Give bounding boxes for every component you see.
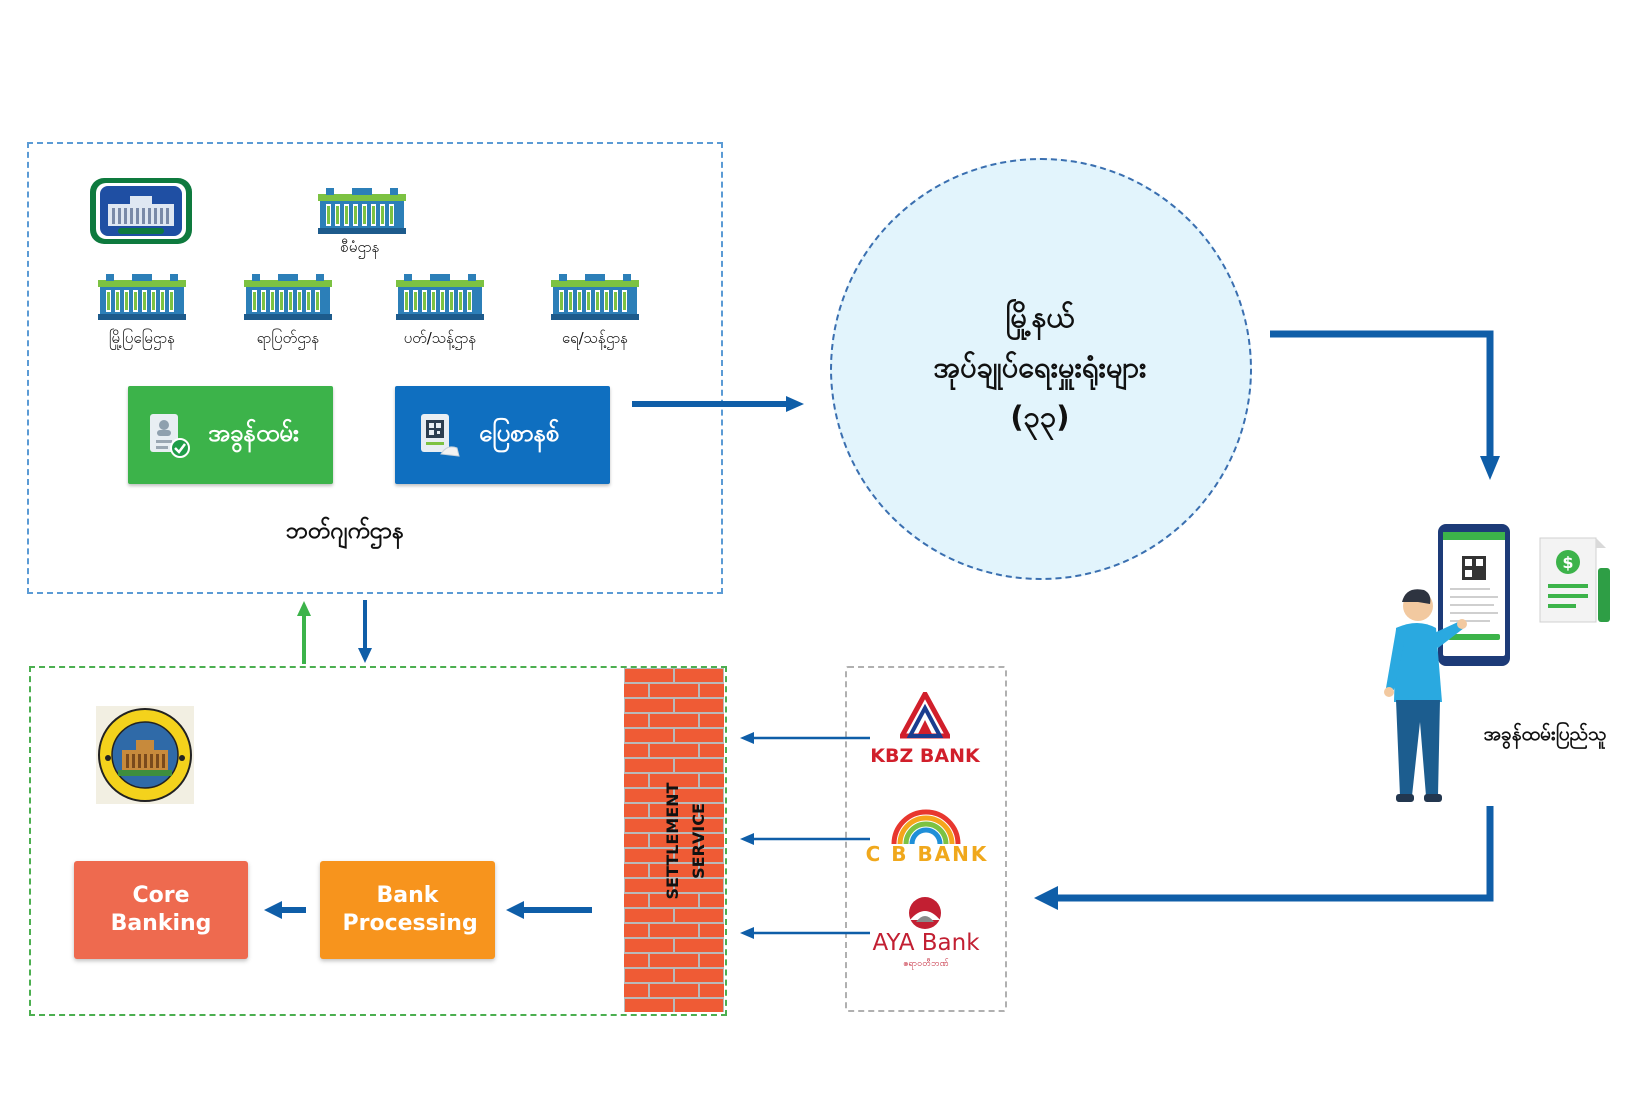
receipt-dollar-icon: $: [1539, 537, 1610, 623]
aya-logo-icon: [909, 897, 941, 929]
building-label-admin: စီမံဌာန: [340, 238, 380, 256]
arrow-circle-to-payer-head: [1480, 456, 1500, 480]
core-banking-label: Core Banking: [110, 883, 212, 936]
taxpayer-button[interactable]: အခွန်ထမ်း: [128, 386, 333, 484]
arrow-office-to-bank-head: [358, 648, 372, 663]
township-offices-circle: [830, 158, 1252, 580]
core-banking-box: Core Banking: [74, 861, 248, 959]
kbz-bank-name: KBZ BANK: [870, 745, 980, 767]
building-label-sanitation: ပတ်/သန့်ဌာန: [403, 329, 477, 347]
seal-icon: [90, 178, 192, 244]
bank-processing-label: Bank Processing: [342, 883, 478, 936]
qr-receipt-icon: [421, 414, 460, 457]
circle-line-2: အုပ်ချုပ်ရေးမှူးရုံးများ: [933, 350, 1147, 384]
arrow-payer-to-banks: [1055, 806, 1494, 902]
building-label-revenue: ရာပြတ်ဌာန: [256, 329, 320, 347]
circle-line-3: (၃၃): [1010, 400, 1070, 434]
kbz-logo-icon: [900, 692, 950, 739]
building-label-urban-land: မြို့ပြမြေဌာန: [108, 329, 176, 347]
building-label-water: ရေ/သန့်ဌာန: [561, 329, 629, 347]
circle-line-1: မြို့နယ်: [1005, 300, 1075, 334]
settlement-wall: [624, 668, 724, 1012]
arrow-office-to-circle-head: [786, 396, 804, 412]
svg-text:$: $: [1562, 553, 1573, 572]
person-icon: [1384, 589, 1467, 802]
arrow-bank-to-office-head: [297, 601, 311, 616]
settlement-service-label: SETTLEMENT SERVICE: [663, 782, 708, 900]
ycb-seal-icon: [96, 706, 194, 804]
aya-bank-name: AYA Bank: [872, 930, 980, 956]
cb-rainbow-icon: [891, 809, 961, 845]
cb-bank-name: C B BANK: [865, 842, 989, 866]
taxpayer-public-label: အခွန်ထမ်းပြည်သူ: [1483, 723, 1607, 745]
arrow-payer-to-banks-head: [1034, 886, 1058, 910]
receipt-system-button-label: ပြေစာနစ်: [479, 419, 560, 447]
township-offices-text: မြို့နယ် အုပ်ချုပ်ရေးမှူးရုံးများ (၃၃): [840, 292, 1240, 442]
taxpayer-button-label: အခွန်ထမ်း: [208, 419, 299, 447]
municipal-office-container: [27, 142, 723, 594]
bank-processing-box: Bank Processing: [320, 861, 495, 959]
arrow-circle-to-payer: [1270, 330, 1494, 458]
receipt-system-button[interactable]: ပြေစာနစ်: [395, 386, 610, 484]
budget-department-label: ဘတ်ဂျက်ဌာန: [286, 518, 404, 544]
yangon-city-bank-container: [29, 666, 727, 1016]
aya-bank-subtitle: ဧရာဝတီဘဏ်: [903, 959, 949, 969]
document-check-icon: [150, 414, 190, 458]
